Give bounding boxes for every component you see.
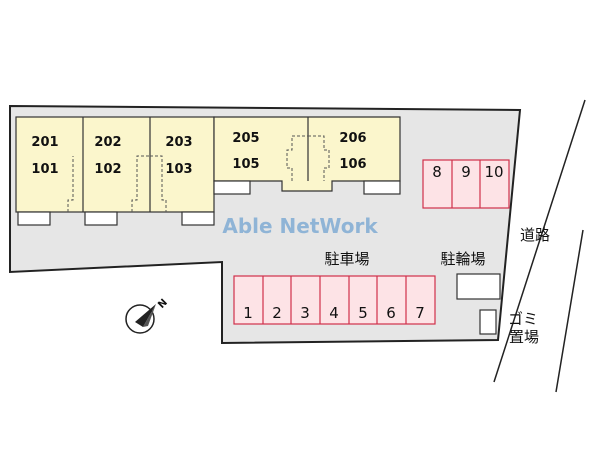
balcony-101 (17, 211, 51, 226)
parking-space-6: 6 (386, 304, 396, 322)
watermark: Able NetWork (222, 214, 378, 238)
parking-space-1: 1 (243, 304, 253, 322)
road-label: 道路 (520, 226, 550, 244)
parking-space-2: 2 (272, 304, 282, 322)
building-east (213, 116, 401, 195)
parking-space-10: 10 (484, 163, 503, 181)
parking-label: 駐車場 (324, 250, 369, 268)
parking-space-3: 3 (300, 304, 310, 322)
balcony-102 (84, 211, 118, 226)
balcony-103 (181, 211, 215, 226)
bicycle-parking-area (456, 273, 501, 300)
building-west (15, 116, 215, 226)
parking-spaces-lower: 1 2 3 4 5 6 7 (233, 275, 436, 325)
garbage-label-line1: ゴミ (508, 310, 538, 328)
unit-106-label: 106 (339, 157, 366, 172)
unit-203-label: 203 (165, 135, 192, 150)
unit-101-label: 101 (31, 162, 58, 177)
parking-space-5: 5 (358, 304, 368, 322)
road-edge-right (555, 229, 584, 393)
unit-202-label: 202 (94, 135, 121, 150)
garbage-area (479, 309, 497, 335)
unit-103-label: 103 (165, 162, 192, 177)
bicycle-parking-label: 駐輪場 (440, 250, 485, 268)
parking-space-7: 7 (415, 304, 425, 322)
road-edge-left (493, 99, 586, 383)
balcony-106 (363, 180, 401, 195)
parking-space-9: 9 (461, 163, 471, 181)
parking-spaces-upper: 8 9 10 (422, 159, 510, 209)
compass-icon: N (125, 297, 170, 334)
unit-105-label: 105 (232, 157, 259, 172)
compass-north-label: N (156, 297, 170, 311)
parking-space-8: 8 (432, 163, 442, 181)
unit-201-label: 201 (31, 135, 58, 150)
parking-space-4: 4 (329, 304, 339, 322)
balcony-105 (213, 180, 251, 195)
garbage-label-line2: 置場 (509, 328, 539, 346)
unit-205-label: 205 (232, 131, 259, 146)
unit-102-label: 102 (94, 162, 121, 177)
unit-206-label: 206 (339, 131, 366, 146)
